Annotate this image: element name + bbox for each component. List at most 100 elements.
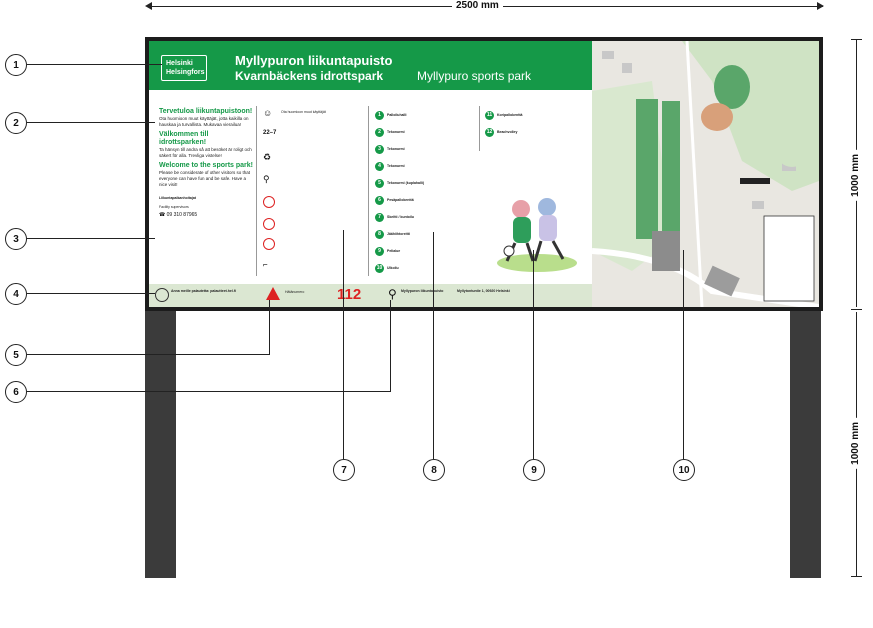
- phone-icon: ☎: [159, 212, 166, 218]
- welcome-finnish-heading: Tervetuloa liikuntapuistoon!: [159, 108, 253, 115]
- title-finnish: Myllypuron liikuntapuisto: [235, 53, 393, 68]
- title-swedish: Kvarnbäckens idrottspark: [235, 69, 384, 83]
- width-label: 2500 mm: [452, 0, 503, 11]
- facility-label: Ulkoilu: [387, 265, 399, 270]
- facility-label: Pelialue: [387, 248, 401, 253]
- facility-number: 12: [485, 127, 494, 137]
- leader-line-2: [27, 122, 155, 123]
- width-arrow-right: [817, 2, 824, 10]
- callout-2: 2: [5, 112, 27, 134]
- sign-header: Helsinki Helsingfors Myllypuron liikunta…: [149, 41, 592, 90]
- welcome-english-text: Please be considerate of other visitors …: [159, 170, 251, 187]
- callout-7: 7: [333, 459, 355, 481]
- feedback-icon: [155, 288, 169, 302]
- logo-line-2: Helsingfors: [166, 69, 205, 76]
- height-tick-top: [851, 39, 862, 40]
- supervisor-finnish: Liikuntapaikanhoitajat: [159, 196, 196, 200]
- sign-panel: Helsinki Helsingfors Myllypuron liikunta…: [149, 41, 819, 307]
- leader-line-3: [27, 238, 155, 239]
- title-english: Myllypuro sports park: [417, 69, 532, 83]
- rule-cctv-icon: ⌐: [263, 260, 268, 269]
- column-divider-1: [256, 106, 257, 276]
- callout-5: 5: [5, 344, 27, 366]
- facility-label: Beachvolley: [497, 129, 518, 134]
- footer-address: Myllytontuntie 1, 00920 Helsinki: [457, 289, 510, 293]
- callout-10: 10: [673, 459, 695, 481]
- height-lower-label: 1000 mm: [850, 418, 861, 469]
- rule-bike-icon: ⚲: [263, 174, 270, 184]
- column-divider-2: [368, 106, 369, 276]
- leader-line-5: [27, 354, 270, 355]
- facility-number: 6: [375, 195, 384, 205]
- facility-label: Jäähiihtoreitti: [387, 231, 410, 236]
- park-map: [592, 41, 819, 307]
- rule-considerate-icon: ☺: [263, 108, 273, 118]
- leader-line-9: [533, 250, 534, 459]
- callout-3: 3: [5, 228, 27, 250]
- facility-number: 2: [375, 127, 384, 137]
- location-pin-icon: ⚲: [388, 287, 397, 301]
- rule-no-smoking-icon: [263, 218, 275, 230]
- rule-quiet-icon: 22–7: [263, 130, 277, 136]
- callout-1: 1: [5, 54, 27, 76]
- facility-number: 3: [375, 144, 384, 154]
- facility-label: Tekonurmi: [387, 163, 405, 168]
- leader-line-6-vertical: [390, 300, 391, 392]
- supervisor-english: Facility supervisors: [159, 204, 189, 209]
- facility-number: 5: [375, 178, 384, 188]
- facility-number: 7: [375, 212, 384, 222]
- footer-emergency-label: Hätänumero: [285, 290, 305, 294]
- height-tick-bottom: [851, 576, 862, 577]
- facility-label: Tekonurmi: [387, 129, 405, 134]
- rule-dog-icon: [263, 196, 275, 208]
- welcome-column: Tervetuloa liikuntapuistoon! Ota huomioo…: [159, 108, 255, 218]
- logo-line-1: Helsinki: [166, 60, 193, 67]
- facility-label: Pesäpallokenttä: [387, 197, 414, 202]
- callout-9: 9: [523, 459, 545, 481]
- welcome-english-heading: Welcome to the sports park!: [159, 162, 254, 169]
- callout-6: 6: [5, 381, 27, 403]
- facility-label: Skeitti / kuntoilu: [387, 214, 415, 219]
- leader-line-10: [683, 250, 684, 459]
- leader-line-1: [27, 64, 162, 65]
- callout-8: 8: [423, 459, 445, 481]
- facility-number: 4: [375, 161, 384, 171]
- welcome-swedish-text: Ta hänsyn till andra så att besöket är r…: [159, 147, 252, 158]
- sign-board: Helsinki Helsingfors Myllypuron liikunta…: [145, 37, 823, 311]
- width-arrow-left: [145, 2, 152, 10]
- leader-line-6: [27, 391, 391, 392]
- supervisor-phone: ☎ 09 310 87965: [159, 212, 255, 218]
- right-post: [790, 311, 821, 578]
- welcome-swedish-heading: Välkommen till idrottsparken!: [159, 131, 209, 146]
- height-upper-label: 1000 mm: [850, 150, 861, 201]
- welcome-finnish-text: Ota huomioon muut käyttäjät, jotta kaiki…: [159, 116, 249, 127]
- facility-label: Tekonurmi: [387, 146, 405, 151]
- phone-number: 09 310 87965: [166, 212, 198, 218]
- helsinki-logo: Helsinki Helsingfors: [161, 55, 207, 81]
- facility-number: 9: [375, 246, 384, 256]
- height-tick-mid: [851, 309, 862, 310]
- callout-4: 4: [5, 283, 27, 305]
- emergency-number: 112: [337, 286, 362, 303]
- leader-line-5-vertical: [269, 300, 270, 355]
- warning-triangle-icon: [266, 287, 280, 300]
- column-divider-3: [479, 106, 480, 151]
- facility-label: Palloiluhalli: [387, 112, 407, 117]
- facility-label: Koripallokenttä: [497, 112, 523, 117]
- facility-number: 10: [375, 263, 384, 273]
- sign-footer: Anna meille palautetta: palautteet.hel.f…: [149, 284, 592, 307]
- players-illustration: [489, 191, 584, 273]
- rules-column: ☺ Ota huomioon muut käyttäjät 22–7 ♻ ⚲ ⌐: [263, 108, 365, 278]
